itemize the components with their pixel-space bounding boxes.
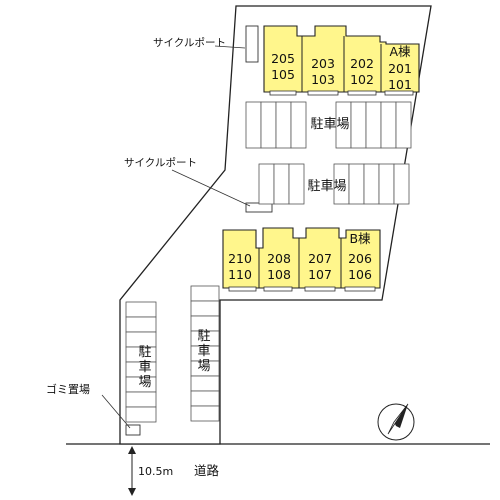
unit-b1-upper: 210 [228, 251, 252, 266]
parking-label-4: 駐車場 [197, 329, 210, 374]
unit-b4-lower: 106 [348, 267, 372, 282]
parking-stall [273, 163, 290, 205]
unit-a4-lower: 101 [388, 77, 412, 92]
building-b: B棟 210 110 208 108 207 107 206 106 [222, 227, 381, 292]
parking-stall [363, 163, 380, 205]
svg-text:駐車場: 駐車場 [197, 329, 210, 374]
cycle-port-1 [245, 25, 259, 63]
parking-stall [350, 101, 367, 149]
unit-a4-upper: 201 [388, 61, 412, 76]
unit-b3-lower: 107 [308, 267, 332, 282]
parking-stall [190, 375, 220, 392]
parking-stall [125, 406, 157, 423]
parking-stall [290, 101, 307, 149]
unit-b4-upper: 206 [348, 251, 372, 266]
parking-stall [125, 301, 157, 318]
parking-column-1 [125, 301, 157, 423]
parking-stall [125, 391, 157, 408]
building-a-name: A棟 [389, 44, 411, 59]
building-a: A棟 205 105 203 103 202 102 201 101 [263, 25, 420, 96]
parking-column-2 [190, 285, 220, 422]
unit-a3-lower: 102 [350, 72, 374, 87]
parking-stall [258, 163, 275, 205]
road-label: 道路 [194, 463, 220, 478]
parking-stall [275, 101, 292, 149]
parking-stall [190, 405, 220, 422]
unit-a1-lower: 105 [271, 67, 295, 82]
parking-row-2 [258, 163, 410, 205]
svg-text:駐車場: 駐車場 [138, 345, 151, 390]
parking-stall [288, 163, 305, 205]
parking-stall [393, 163, 410, 205]
compass-north-icon [377, 403, 415, 441]
parking-stall [395, 101, 412, 149]
road-width-label: 10.5m [138, 465, 173, 478]
parking-stall [378, 163, 395, 205]
parking-stall [245, 101, 262, 149]
unit-a2-upper: 203 [311, 56, 335, 71]
parking-stall [260, 101, 277, 149]
garbage-label: ゴミ置場 [46, 382, 90, 396]
parking-stall [348, 163, 365, 205]
parking-stall [365, 101, 382, 149]
parking-label-3: 駐車場 [138, 345, 151, 390]
parking-stall [190, 285, 220, 302]
road-width-dimension [128, 446, 136, 496]
parking-label-1: 駐車場 [310, 117, 349, 132]
unit-a3-upper: 202 [350, 56, 374, 71]
cycle-port-2-leader [171, 169, 251, 207]
parking-stall [125, 316, 157, 333]
parking-stall [380, 101, 397, 149]
parking-stall [190, 390, 220, 407]
cycle-port-label-2: サイクルポート [124, 157, 197, 169]
cycle-port-label-1: サイクルポート [153, 37, 226, 49]
building-b-name: B棟 [349, 231, 371, 246]
parking-row-1 [245, 101, 412, 149]
cycle-port-1-leader [214, 45, 246, 49]
garbage-area [125, 424, 141, 436]
parking-stall [190, 300, 220, 317]
unit-a2-lower: 103 [311, 72, 335, 87]
unit-a1-upper: 205 [271, 51, 295, 66]
garbage-leader [101, 394, 131, 429]
unit-b1-lower: 110 [228, 267, 252, 282]
parking-label-2: 駐車場 [307, 179, 346, 194]
unit-b2-lower: 108 [267, 267, 291, 282]
unit-b3-upper: 207 [308, 251, 332, 266]
unit-b2-upper: 208 [267, 251, 291, 266]
